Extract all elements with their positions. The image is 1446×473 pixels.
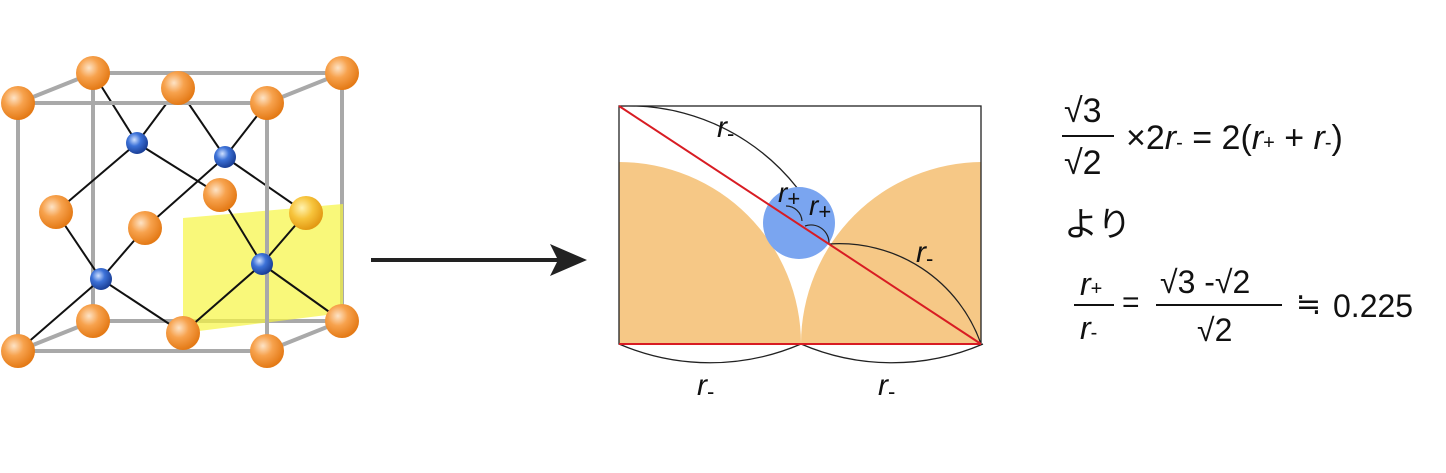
right-arrow: [371, 244, 587, 276]
label-r-minus-bottom-right: r-: [878, 369, 895, 404]
eq2-equals: =: [1122, 286, 1140, 319]
arc-cation-1: [785, 205, 803, 222]
crystal-structure: [1, 56, 359, 368]
anion-atom: [166, 316, 200, 350]
arc-cation-2: [804, 224, 830, 245]
cation-atom: [251, 253, 273, 275]
label-r-minus-bottom-left: r-: [697, 369, 714, 404]
anion-atom: [161, 71, 195, 105]
cation-section: [763, 187, 835, 259]
eq1-fraction-denominator: √2: [1064, 144, 1102, 182]
eq2-left-denominator: r-: [1080, 310, 1098, 346]
cube-front-edges: [16, 101, 269, 353]
equation-word: より: [1064, 205, 1132, 245]
anion-atom-highlighted: [289, 196, 323, 230]
anion-atom: [76, 304, 110, 338]
cross-section-diagram: r- r+ r+ r- r- r-: [618, 105, 984, 404]
eq2-right-bar: [1156, 304, 1282, 306]
eq2-left-bar: [1074, 304, 1114, 306]
eq2-right-numerator: √3 -√2: [1160, 264, 1251, 300]
anion-atom: [128, 211, 162, 245]
cation-atom: [214, 146, 236, 168]
anion-section-left: [619, 162, 801, 344]
anion-atoms: [1, 56, 359, 368]
label-r-plus-left: r+: [778, 177, 800, 211]
label-r-plus-right: r+: [809, 190, 831, 224]
arc-right: [828, 242, 981, 344]
eq2-value: 0.225: [1333, 288, 1414, 324]
anion-atom: [325, 304, 359, 338]
anion-atom: [203, 178, 237, 212]
cation-atom: [90, 268, 112, 290]
arc-bottom-right: [800, 343, 984, 364]
cation-atom: [126, 132, 148, 154]
eq1-fraction-numerator: √3: [1064, 92, 1102, 130]
anion-atom: [39, 195, 73, 229]
label-r-minus-right: r-: [916, 236, 933, 271]
diagonal-line: [618, 105, 982, 345]
arc-bottom-left: [618, 343, 802, 364]
anion-atom: [325, 56, 359, 90]
anion-atom: [250, 334, 284, 368]
cation-atoms: [90, 132, 273, 290]
eq2-right-denominator: √2: [1197, 312, 1233, 348]
label-r-minus-top: r-: [717, 111, 734, 146]
anion-atom: [76, 56, 110, 90]
anion-atom: [1, 86, 35, 120]
eq1-rest: ×2r- = 2(r+ + r-): [1126, 119, 1343, 157]
anion-atom: [1, 334, 35, 368]
eq1-fraction-bar: [1062, 135, 1114, 137]
eq2-approx: ≒: [1296, 288, 1322, 321]
anion-atom: [250, 86, 284, 120]
eq2-left-numerator: r+: [1080, 266, 1103, 302]
